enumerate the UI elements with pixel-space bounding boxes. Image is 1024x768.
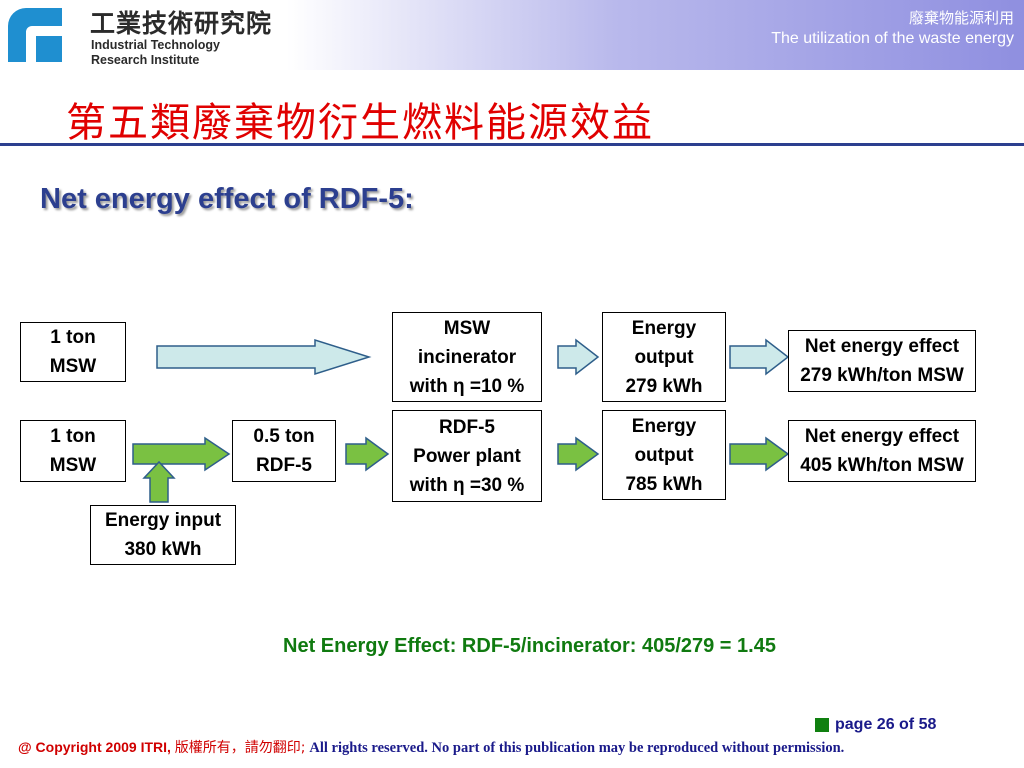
- header-bar: 工業技術研究院 Industrial Technology Research I…: [0, 0, 1024, 70]
- page-indicator: page 26 of 58: [815, 716, 936, 734]
- title-divider: [0, 143, 1024, 146]
- row2-intermediate-line1: 0.5 ton: [253, 426, 315, 447]
- row2-input-box: 1 ton MSW: [20, 420, 126, 482]
- row2-output-line2: output: [634, 444, 694, 466]
- row2-rdf-box: 0.5 ton RDF-5: [232, 420, 336, 482]
- row1-net-line1: Net energy effect: [804, 336, 960, 357]
- page-title-cn: 第五類廢棄物衍生燃料能源效益: [66, 100, 654, 146]
- arrow-row1-incinerator-to-output: [557, 338, 600, 376]
- row2-plant-box: RDF-5 Power plant with η =30 %: [392, 410, 542, 502]
- row1-net-box: Net energy effect 279 kWh/ton MSW: [788, 330, 976, 392]
- row2-output-line3: 785 kWh: [625, 473, 703, 495]
- row1-input-line2: MSW: [49, 356, 97, 377]
- row1-process-line2: incinerator: [417, 346, 517, 368]
- energy-input-box: Energy input 380 kWh: [90, 505, 236, 565]
- arrow-row2-rdf-to-plant: [345, 436, 390, 472]
- row1-output-line1: Energy: [631, 317, 697, 339]
- arrow-row1-msw-to-incinerator: [156, 338, 372, 376]
- arrow-row1-output-to-net: [729, 338, 790, 376]
- copyright-en: @ Copyright 2009 ITRI,: [18, 739, 171, 755]
- row2-output-box: Energy output 785 kWh: [602, 410, 726, 500]
- arrow-row2-msw-to-rdf: [132, 436, 231, 472]
- topic-en: The utilization of the waste energy: [771, 30, 1014, 47]
- row1-process-line3: with η =10 %: [409, 375, 525, 397]
- org-name-en-line2: Research Institute: [91, 53, 200, 67]
- page-subtitle: Net energy effect of RDF-5:: [40, 183, 414, 215]
- itri-logo-icon: [2, 2, 66, 66]
- row1-output-box: Energy output 279 kWh: [602, 312, 726, 402]
- energy-input-line2: 380 kWh: [124, 539, 202, 560]
- row1-net-line2: 279 kWh/ton MSW: [800, 365, 964, 386]
- row2-process-line2: Power plant: [413, 445, 521, 467]
- row2-net-line2: 405 kWh/ton MSW: [800, 455, 964, 476]
- arrow-row2-plant-to-output: [557, 436, 600, 472]
- topic-cn: 廢棄物能源利用: [908, 9, 1014, 27]
- arrow-energy-input-up: [142, 460, 176, 503]
- row2-input-line2: MSW: [49, 455, 97, 476]
- page-number: page 26 of 58: [835, 716, 937, 733]
- row2-process-line1: RDF-5: [439, 416, 495, 438]
- net-energy-conclusion: Net Energy Effect: RDF-5/incinerator: 40…: [283, 635, 776, 657]
- row1-output-line3: 279 kWh: [625, 375, 703, 397]
- energy-input-line1: Energy input: [104, 510, 222, 531]
- row2-net-line1: Net energy effect: [804, 426, 960, 447]
- org-name-en: Industrial Technology Research Institute: [91, 38, 220, 68]
- row1-output-line2: output: [634, 346, 694, 368]
- rights-notice: All rights reserved. No part of this pub…: [309, 740, 845, 756]
- copyright-footer: @ Copyright 2009 ITRI, 版權所有，請勿翻印; All ri…: [18, 737, 844, 757]
- row2-intermediate-line2: RDF-5: [256, 455, 312, 476]
- bullet-square-icon: [815, 718, 829, 732]
- row1-process-line1: MSW: [443, 317, 491, 339]
- header-topic: 廢棄物能源利用 The utilization of the waste ene…: [771, 8, 1014, 50]
- row2-output-line1: Energy: [631, 415, 697, 437]
- row2-input-line1: 1 ton: [50, 426, 96, 447]
- copyright-cn: 版權所有，請勿翻印;: [174, 740, 306, 756]
- row1-input-line1: 1 ton: [50, 327, 96, 348]
- row1-input-box: 1 ton MSW: [20, 322, 126, 382]
- org-name-cn: 工業技術研究院: [90, 9, 273, 38]
- row2-process-line3: with η =30 %: [409, 474, 525, 496]
- org-name-en-line1: Industrial Technology: [91, 38, 220, 52]
- row1-incinerator-box: MSW incinerator with η =10 %: [392, 312, 542, 402]
- row2-net-box: Net energy effect 405 kWh/ton MSW: [788, 420, 976, 482]
- arrow-row2-output-to-net: [729, 436, 790, 472]
